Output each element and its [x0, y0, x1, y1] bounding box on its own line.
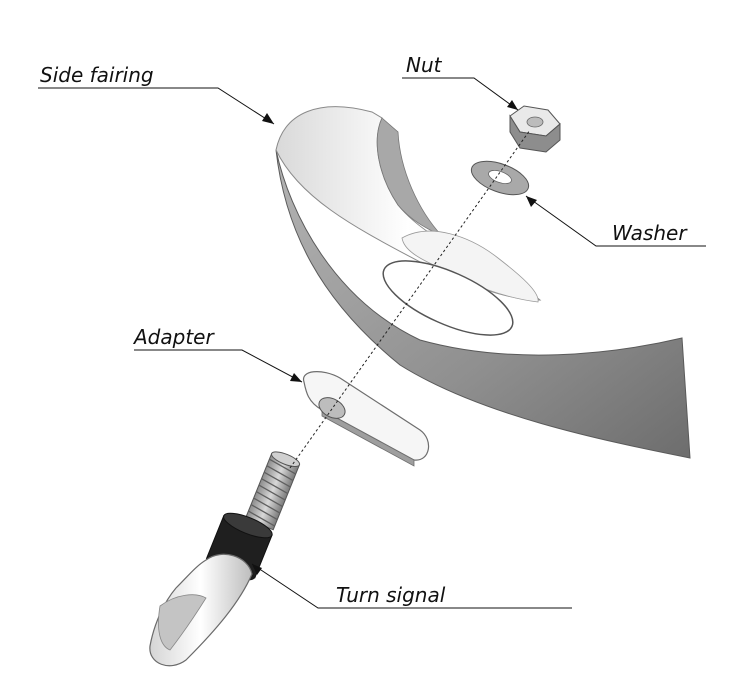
leader-arrowheads — [252, 100, 537, 575]
adapter-plate — [303, 371, 430, 461]
assembly-axis — [289, 129, 531, 469]
turn-signal-part — [149, 451, 301, 667]
turn-signal-lens-facet — [158, 594, 207, 651]
side-fairing-slot — [382, 260, 514, 336]
washer-leader — [525, 195, 706, 247]
adapter-label: Adapter — [132, 325, 215, 349]
nut-part — [509, 105, 561, 153]
adapter-hole — [318, 397, 346, 419]
side-fairing-part — [275, 106, 691, 459]
nut-side-face — [509, 114, 561, 153]
side-fairing-label: Side fairing — [40, 63, 154, 87]
leader-lines — [38, 77, 706, 609]
nut-label: Nut — [406, 53, 443, 77]
side-fairing-inner-wall — [376, 117, 443, 237]
adapter-arrowhead — [290, 373, 302, 382]
turn-signal-arrowhead — [252, 564, 262, 575]
adapter-leader — [134, 349, 303, 383]
side-fairing-leader — [38, 87, 275, 125]
side-fairing-panel — [275, 149, 691, 459]
adapter-part — [303, 371, 430, 467]
washer-label: Washer — [612, 221, 688, 245]
turn-signal-label: Turn signal — [336, 583, 446, 607]
turn-signal-thread — [244, 451, 301, 531]
washer-part — [470, 160, 530, 196]
side-fairing-arrowhead — [262, 113, 274, 124]
washer-arrowhead — [526, 196, 537, 207]
adapter-edge — [321, 409, 415, 467]
nut-bore — [526, 116, 544, 128]
turn-signal-leader — [251, 563, 572, 609]
nut-arrowhead — [507, 100, 518, 110]
nut-leader — [402, 77, 519, 111]
washer-hole — [488, 170, 512, 184]
